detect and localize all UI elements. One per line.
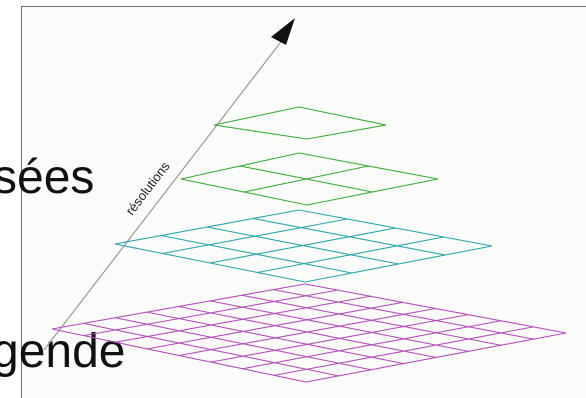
level-0-grid [51,283,567,383]
level-0-grid-line [241,294,502,346]
level-1-grid-line [252,217,446,256]
level-0-outline [51,283,567,383]
level-1-grid [114,209,493,283]
level-0-grid-line [178,305,437,359]
level-0-grid-line [273,289,534,340]
side-label-bottom: gende [0,325,126,378]
level-2-grid-line [239,165,373,193]
level-3-outline [213,106,387,140]
axis-label: résolutions [122,158,172,217]
level-2-grid [180,152,439,206]
level-0-grid-line [274,326,534,376]
pyramid-levels [51,106,567,383]
axis-arrowhead [271,18,295,45]
level-1-grid-line [257,236,444,274]
level-2-outline [180,152,439,206]
level-0-grid-line [210,314,469,363]
resolution-axis [43,29,291,351]
level-3-grid [213,106,387,140]
level-1-outline [114,209,493,283]
level-1-grid-line [206,226,399,265]
level-0-grid-line [242,320,501,370]
side-label-top: sées [0,151,95,204]
level-0-grid-line [210,300,469,352]
